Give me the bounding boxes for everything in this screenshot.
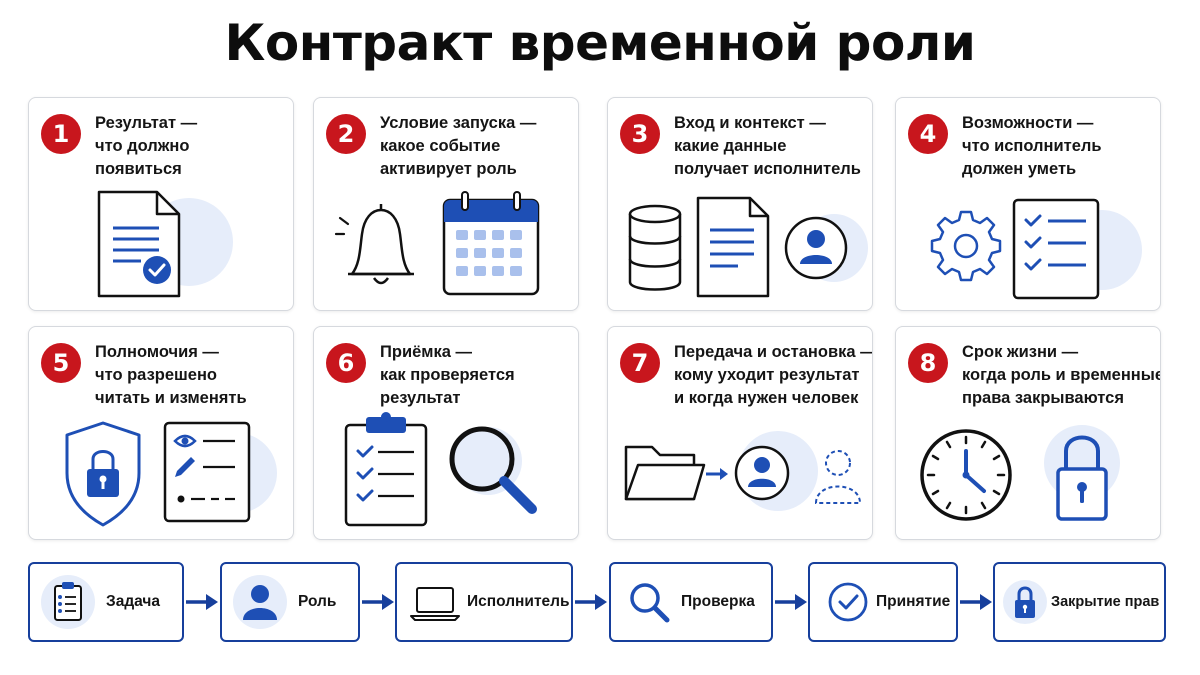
- user-dashed-icon: [814, 450, 862, 504]
- card-4-capabilities: 4 Возможности — что исполнитель должен у…: [895, 97, 1161, 311]
- card-description: Результат — что должно появиться: [95, 112, 291, 181]
- magnifier-icon: [449, 426, 537, 514]
- card-line: как проверяется: [380, 366, 515, 384]
- gear-checklist-icons: [930, 198, 1142, 300]
- card-description: Возможности — что исполнитель должен уме…: [962, 112, 1158, 181]
- user-circle-icon: [734, 445, 790, 501]
- card-line: Результат —: [95, 114, 198, 132]
- permissions-list-icon: [163, 421, 251, 523]
- clock-padlock-icons: [920, 425, 1120, 521]
- card-line: должен уметь: [962, 160, 1077, 178]
- flow-step-revoke: Закрытие прав: [993, 562, 1166, 642]
- card-description: Срок жизни — когда роль и временные прав…: [962, 341, 1161, 410]
- user-icon: [233, 575, 287, 629]
- card-line: Условие запуска —: [380, 114, 537, 132]
- flow-arrow-icon: [186, 594, 218, 610]
- card-line: Вход и контекст —: [674, 114, 826, 132]
- document-icon: [696, 196, 770, 298]
- card-line: читать и изменять: [95, 389, 247, 407]
- card-number-badge: 6: [326, 343, 366, 383]
- card-description: Приёмка — как проверяется результат: [380, 341, 576, 410]
- laptop-icon: [410, 587, 460, 621]
- database-document-user-icons: [628, 196, 868, 298]
- card-line: и когда нужен человек: [674, 389, 859, 407]
- clock-icon: [920, 429, 1012, 521]
- check-circle-icon: [828, 582, 868, 622]
- gear-icon: [930, 210, 1002, 282]
- flow-step-label: Задача: [106, 593, 161, 610]
- card-number-badge: 7: [620, 343, 660, 383]
- card-5-permissions: 5 Полномочия — что разрешено читать и из…: [28, 326, 294, 540]
- card-number-badge: 3: [620, 114, 660, 154]
- bell-and-calendar-icons: [334, 191, 540, 296]
- flow-step-executor: Исполнитель: [395, 562, 573, 642]
- flow-step-label: Принятие: [876, 593, 951, 610]
- card-6-acceptance: 6 Приёмка — как проверяется результат: [313, 326, 579, 540]
- flow-step-check: Проверка: [609, 562, 773, 642]
- card-number-badge: 4: [908, 114, 948, 154]
- flow-step-accept: Принятие: [808, 562, 958, 642]
- card-number-badge: 5: [41, 343, 81, 383]
- shield-lock-icon: [65, 421, 141, 527]
- card-number-badge: 8: [908, 343, 948, 383]
- folder-icon: [624, 445, 706, 501]
- magnifier-icon: [630, 583, 670, 623]
- card-line: права закрываются: [962, 389, 1124, 407]
- card-description: Вход и контекст — какие данные получает …: [674, 112, 870, 181]
- padlock-icon: [1056, 435, 1108, 521]
- card-7-handoff: 7 Передача и остановка — кому уходит рез…: [607, 326, 873, 540]
- flow-step-label: Исполнитель: [467, 593, 570, 610]
- clipboard-icon: [41, 575, 95, 629]
- card-line: кому уходит результат: [674, 366, 860, 384]
- card-line: что должно: [95, 137, 190, 155]
- document-check-icon: [97, 190, 233, 298]
- padlock-icon: [1003, 580, 1047, 624]
- flow-step-task: Задача: [28, 562, 184, 642]
- calendar-icon: [442, 191, 540, 296]
- card-line: результат: [380, 389, 461, 407]
- card-line: что исполнитель: [962, 137, 1102, 155]
- clipboard-magnifier-icons: [344, 412, 537, 527]
- card-number-badge: 1: [41, 114, 81, 154]
- checklist-icon: [1012, 198, 1100, 300]
- flow-step-label: Проверка: [681, 593, 755, 610]
- card-line: активирует роль: [380, 160, 517, 178]
- flow-arrow-icon: [960, 594, 992, 610]
- card-line: что разрешено: [95, 366, 217, 384]
- page-title: Контракт временной роли: [224, 14, 976, 72]
- card-1-result: 1 Результат — что должно появиться: [28, 97, 294, 311]
- card-description: Передача и остановка — кому уходит резул…: [674, 341, 873, 410]
- user-circle-icon: [784, 214, 868, 282]
- flow-arrow-icon: [575, 594, 607, 610]
- card-number-badge: 2: [326, 114, 366, 154]
- card-line: Срок жизни —: [962, 343, 1079, 361]
- card-2-trigger: 2 Условие запуска — какое событие активи…: [313, 97, 579, 311]
- card-line: когда роль и временные: [962, 366, 1161, 384]
- flow-arrow-icon: [362, 594, 394, 610]
- flow-step-label: Закрытие прав: [1051, 594, 1160, 610]
- card-description: Полномочия — что разрешено читать и изме…: [95, 341, 291, 410]
- database-icon: [628, 204, 682, 291]
- flow-arrow-icon: [775, 594, 807, 610]
- flow-step-label: Роль: [298, 593, 337, 610]
- arrow-right-icon: [706, 468, 728, 480]
- card-3-input-context: 3 Вход и контекст — какие данные получае…: [607, 97, 873, 311]
- card-line: Полномочия —: [95, 343, 219, 361]
- card-line: получает исполнитель: [674, 160, 861, 178]
- card-line: появиться: [95, 160, 182, 178]
- shield-permissions-icons: [65, 421, 277, 527]
- card-line: какие данные: [674, 137, 787, 155]
- card-line: Приёмка —: [380, 343, 472, 361]
- flow-step-role: Роль: [220, 562, 360, 642]
- card-line: какое событие: [380, 137, 501, 155]
- card-description: Условие запуска — какое событие активиру…: [380, 112, 576, 181]
- bell-icon: [334, 204, 414, 285]
- card-8-lifetime: 8 Срок жизни — когда роль и временные пр…: [895, 326, 1161, 540]
- card-line: Возможности —: [962, 114, 1094, 132]
- folder-handoff-icons: [624, 431, 862, 511]
- clipboard-checklist-icon: [344, 412, 428, 527]
- card-line: Передача и остановка —: [674, 343, 873, 361]
